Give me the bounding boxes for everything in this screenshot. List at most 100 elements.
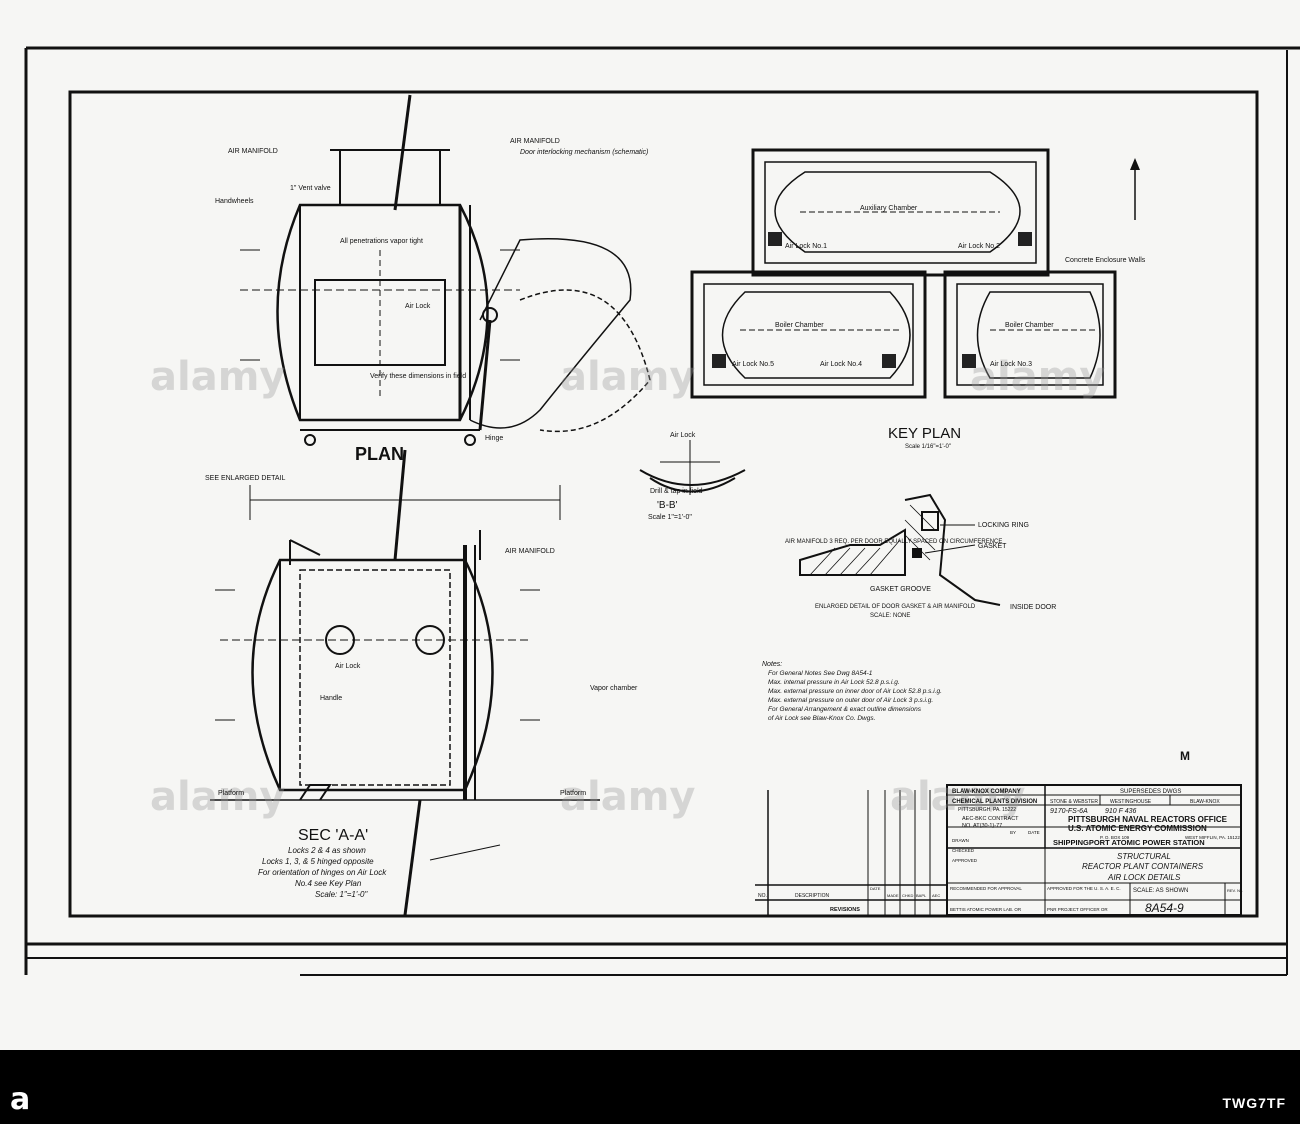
rev-made: MADE: [887, 893, 899, 898]
tb-checked: CHECKED: [952, 848, 975, 853]
section-aa-line3: For orientation of hinges on Air Lock: [258, 868, 387, 877]
label-handle: Handle: [320, 695, 342, 702]
label-air-manifold-left: AIR MANIFOLD: [228, 148, 278, 155]
tb-air-lock-details: AIR LOCK DETAILS: [1107, 873, 1181, 882]
label-air-manifold-top: AIR MANIFOLD: [510, 138, 560, 145]
note-item: For General Arrangement & exact outline …: [768, 706, 922, 713]
tb-col-bk: BLAW-KNOX: [1190, 799, 1220, 805]
tb-col-sw: STONE & WEBSTER: [1050, 799, 1098, 805]
notes-heading: Notes:: [762, 661, 782, 668]
section-aa-scale: Scale: 1"=1'-0": [315, 890, 369, 899]
label-see-enlarged: SEE ENLARGED DETAIL: [205, 475, 286, 482]
label-air-lock-2: Air Lock No.2: [958, 243, 1000, 250]
image-id: TWG7TF: [1222, 1095, 1286, 1111]
tb-dwg-west: 910 F 436: [1105, 808, 1137, 815]
label-air-lock: Air Lock: [405, 303, 431, 310]
label-air-manifold-mid: AIR MANIFOLD: [505, 548, 555, 555]
label-platform-right: Platform: [560, 790, 586, 797]
tb-po-box: P. O. BOX 109: [1100, 835, 1130, 840]
enlarged-detail-view: [799, 493, 1001, 606]
label-all-penetrations: All penetrations vapor tight: [340, 238, 423, 245]
section-aa-line1: Locks 2 & 4 as shown: [288, 846, 366, 855]
label-auxiliary-chamber: Auxiliary Chamber: [860, 205, 918, 212]
tb-office: PITTSBURGH NAVAL REACTORS OFFICE: [1068, 815, 1228, 824]
plan-view: [240, 94, 651, 446]
tb-west-mifflin: WEST MIFFLIN, PA. 15122: [1185, 835, 1240, 840]
tb-supersedes: SUPERSEDES DWGS: [1120, 789, 1181, 795]
label-air-lock-1: Air Lock No.1: [785, 243, 827, 250]
tb-structural: STRUCTURAL: [1117, 852, 1171, 861]
label-boiler-chamber-left: Boiler Chamber: [775, 322, 824, 329]
note-item: Max. internal pressure in Air Lock 52.8 …: [768, 679, 900, 686]
label-verify-field: Verify these dimensions in field: [370, 373, 466, 380]
tb-bettis: BETTIS ATOMIC POWER LAB. OR: [950, 907, 1022, 912]
label-gasket-groove: GASKET GROOVE: [870, 586, 931, 593]
tb-col-west: WESTINGHOUSE: [1110, 799, 1152, 805]
label-door-interlock: Door interlocking mechanism (schematic): [520, 149, 648, 156]
label-platform-left: Platform: [218, 790, 244, 797]
tb-contract-no: NO. AT(30-1)-77: [962, 823, 1002, 829]
tb-reactor: REACTOR PLANT CONTAINERS: [1082, 862, 1204, 871]
tb-drawn: DRAWN: [952, 838, 969, 843]
section-aa-title: SEC 'A-A': [298, 827, 368, 844]
key-plan-title: KEY PLAN: [888, 425, 961, 442]
label-locking-ring: LOCKING RING: [978, 522, 1029, 529]
tb-division: CHEMICAL PLANTS DIVISION: [952, 799, 1037, 805]
label-air-lock-4: Air Lock No.4: [820, 361, 862, 368]
label-hinge: Hinge: [485, 435, 503, 442]
key-plan-scale: Scale 1/16"=1'-0": [905, 444, 951, 450]
tb-approved-us: APPROVED FOR THE U. S. A. E. C.: [1047, 886, 1121, 891]
tb-by: BY: [1010, 830, 1016, 835]
rev-bapl: BAPL: [916, 893, 927, 898]
tb-scale: SCALE: AS SHOWN: [1133, 888, 1188, 894]
rev-title: REVISIONS: [830, 907, 860, 913]
label-air-lock-5: Air Lock No.5: [732, 361, 774, 368]
tb-dwg-sw: 9170-FS-6A: [1050, 808, 1088, 815]
label-handwheels: Handwheels: [215, 198, 254, 205]
section-aa-view: [210, 449, 600, 916]
rev-description: DESCRIPTION: [795, 893, 830, 899]
tb-date: DATE: [1028, 830, 1040, 835]
note-item: of Air Lock see Blaw-Knox Co. Dwgs.: [768, 715, 876, 722]
watermark-2: alamy: [560, 354, 695, 400]
bottom-banner: [0, 1050, 1300, 1124]
rev-aec: AEC: [932, 893, 940, 898]
section-bb-view: [639, 440, 746, 495]
section-aa-line2: Locks 1, 3, & 5 hinged opposite: [262, 857, 374, 866]
m-mark: M: [1180, 749, 1190, 763]
note-item: Max. external pressure on inner door of …: [768, 688, 942, 695]
rev-date: DATE: [870, 886, 881, 891]
label-air-lock-3: Air Lock No.3: [990, 361, 1032, 368]
label-vent-valve: 1" Vent valve: [290, 185, 331, 192]
label-scale-b: Scale 1"=1'-0": [648, 514, 692, 521]
tb-approved: APPROVED: [952, 858, 978, 863]
watermark-3: alamy: [970, 354, 1105, 400]
section-bb-title: 'B-B': [657, 500, 678, 511]
label-drill: Drill & tap in field: [650, 488, 703, 495]
label-scale-none: SCALE: NONE: [870, 613, 910, 619]
watermark-4: alamy: [150, 774, 285, 820]
rev-no: NO.: [758, 893, 767, 899]
alamy-logo: a: [10, 1082, 31, 1117]
watermark-5: alamy: [560, 774, 695, 820]
label-b-air-lock: Air Lock: [670, 432, 696, 439]
watermark-6: alamy: [890, 774, 1025, 820]
note-item: For General Notes See Dwg 8A54-1: [768, 670, 873, 677]
label-enlarged-detail: ENLARGED DETAIL OF DOOR GASKET & AIR MAN…: [815, 604, 976, 610]
label-boiler-chamber-right: Boiler Chamber: [1005, 322, 1054, 329]
label-concrete-enclosure: Concrete Enclosure Walls: [1065, 257, 1146, 264]
tb-rev: REV. No.: [1227, 888, 1243, 893]
tb-dwg-no: 8A54-9: [1145, 901, 1184, 915]
title-block-frame: [755, 784, 1242, 916]
tb-commission: U.S. ATOMIC ENERGY COMMISSION: [1068, 824, 1207, 833]
tb-company: BLAW-KNOX COMPANY: [952, 789, 1021, 795]
key-plan-view: [690, 148, 1140, 399]
label-vapor-chamber: Vapor chamber: [590, 685, 638, 692]
note-item: Max. external pressure on outer door of …: [768, 697, 933, 704]
rev-chkd: CHKD: [902, 893, 913, 898]
tb-pnr-office: PNR PROJECT OFFICER OR: [1047, 907, 1108, 912]
tb-contract-label: AEC-BKC CONTRACT: [962, 816, 1019, 822]
label-inside-door: INSIDE DOOR: [1010, 604, 1056, 611]
tb-station: SHIPPINGPORT ATOMIC POWER STATION: [1053, 838, 1205, 847]
